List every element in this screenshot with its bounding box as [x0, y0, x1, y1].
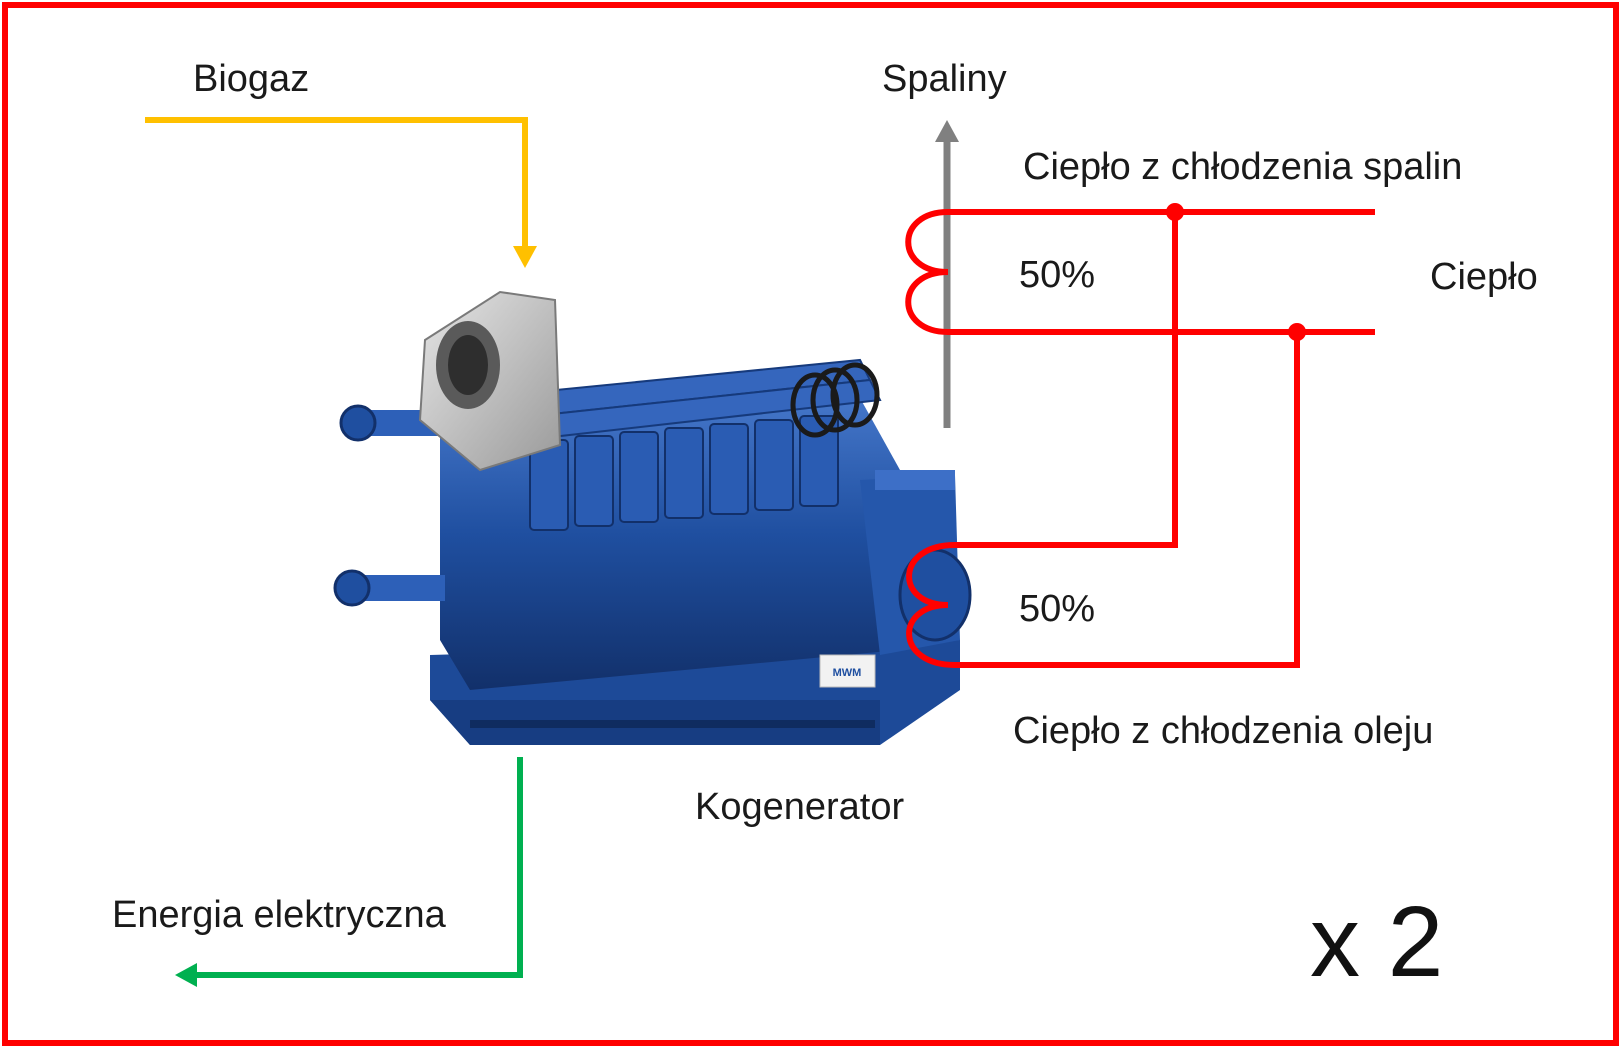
label-heat: Ciepło — [1430, 256, 1538, 298]
label-percent-bottom: 50% — [1019, 588, 1096, 630]
junction-top — [1166, 203, 1184, 221]
label-multiplier: x 2 — [1310, 886, 1444, 998]
label-kogenerator: Kogenerator — [695, 786, 905, 828]
label-spaliny: Spaliny — [882, 58, 1007, 100]
oil-heat-coil — [906, 542, 1297, 668]
label-heat-oil: Ciepło z chłodzenia oleju — [1013, 710, 1434, 752]
biogas-arrow-head — [513, 246, 537, 268]
label-biogaz: Biogaz — [193, 58, 310, 100]
electricity-arrow-head — [175, 963, 197, 987]
engine-illustration: MWM — [333, 290, 972, 745]
label-energy: Energia elektryczna — [112, 894, 446, 936]
biogas-line — [145, 117, 528, 248]
junction-bottom — [1288, 323, 1306, 341]
electricity-line — [195, 757, 523, 978]
label-percent-top: 50% — [1019, 254, 1096, 296]
exhaust-arrow-head — [935, 120, 959, 142]
engine-logo: MWM — [833, 667, 862, 679]
label-heat-exhaust: Ciepło z chłodzenia spalin — [1023, 146, 1463, 188]
exhaust-heat-coil — [905, 209, 1375, 335]
